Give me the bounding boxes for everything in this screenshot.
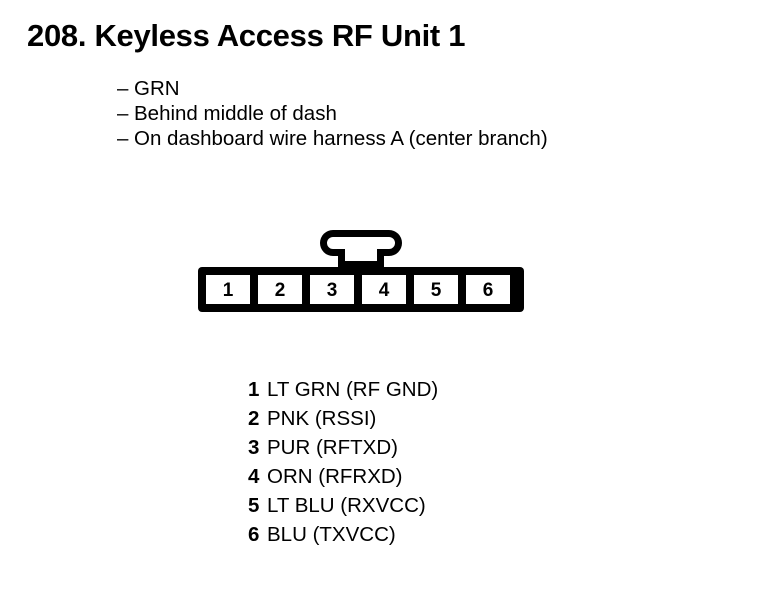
spec-list-item-text: Behind middle of dash	[134, 102, 337, 125]
connector-latch-icon	[320, 230, 402, 267]
spec-list-item: – On dashboard wire harness A (center br…	[117, 126, 548, 151]
dash-marker: –	[117, 77, 129, 100]
pin-legend-row: 5 LT BLU (RXVCC)	[248, 494, 438, 523]
pin-legend-number: 1	[248, 378, 260, 401]
spec-list-item: – GRN	[117, 76, 548, 101]
pin-legend-row: 4 ORN (RFRXD)	[248, 465, 438, 494]
connector-cavity-6	[466, 275, 510, 304]
pin-legend-number: 6	[248, 523, 260, 546]
spec-list-item-text: On dashboard wire harness A (center bran…	[134, 127, 548, 150]
dash-marker: –	[117, 102, 129, 125]
pin-legend-number: 5	[248, 494, 260, 517]
connector-pin-number-1: 1	[223, 280, 234, 301]
connector-pin-number-2: 2	[275, 280, 286, 301]
pin-legend-description: ORN (RFRXD)	[267, 465, 403, 488]
connector-pin-number-3: 3	[327, 280, 338, 301]
connector-pin-number-6: 6	[483, 280, 494, 301]
connector-diagram: 1 2 3 4 5 6	[196, 228, 526, 318]
pin-legend-row: 6 BLU (TXVCC)	[248, 523, 438, 552]
connector-pin-number-4: 4	[379, 280, 390, 301]
page-title: 208. Keyless Access RF Unit 1	[27, 18, 466, 53]
connector-cavity-2	[258, 275, 302, 304]
pin-legend-row: 3 PUR (RFTXD)	[248, 436, 438, 465]
pin-legend-number: 3	[248, 436, 260, 459]
connector-cavity-4	[362, 275, 406, 304]
pin-legend-description: LT BLU (RXVCC)	[267, 494, 426, 517]
pin-legend-description: PUR (RFTXD)	[267, 436, 398, 459]
spec-list: – GRN – Behind middle of dash – On dashb…	[117, 76, 548, 151]
pin-legend-description: BLU (TXVCC)	[267, 523, 396, 546]
pin-legend-description: LT GRN (RF GND)	[267, 378, 439, 401]
connector-cavity-1	[206, 275, 250, 304]
spec-list-item-text: GRN	[134, 77, 180, 100]
connector-pin-number-5: 5	[431, 280, 442, 301]
pin-legend-row: 2 PNK (RSSI)	[248, 407, 438, 436]
spec-list-item: – Behind middle of dash	[117, 101, 548, 126]
connector-cavity-3	[310, 275, 354, 304]
pin-legend-number: 4	[248, 465, 260, 488]
dash-marker: –	[117, 127, 129, 150]
pin-legend-description: PNK (RSSI)	[267, 407, 377, 430]
pin-legend-number: 2	[248, 407, 260, 430]
pin-legend-row: 1 LT GRN (RF GND)	[248, 378, 438, 407]
connector-cavity-5	[414, 275, 458, 304]
pin-legend: 1 LT GRN (RF GND) 2 PNK (RSSI) 3 PUR (RF…	[248, 378, 438, 552]
